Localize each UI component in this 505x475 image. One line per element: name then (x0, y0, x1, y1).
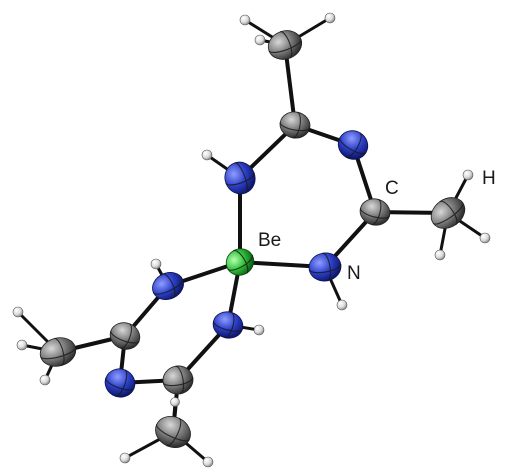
hydrogen-atom (119, 452, 131, 464)
carbon-atom (267, 30, 303, 60)
beryllium-atom (225, 248, 255, 276)
hydrogen-atom (254, 34, 266, 46)
carbon-atoms (39, 30, 466, 448)
hydrogen-atom (202, 456, 214, 468)
carbon-atom (359, 198, 391, 226)
hydrogen-atom (253, 324, 265, 336)
bonds (16, 16, 487, 464)
hydrogen-atom (336, 299, 348, 311)
hydrogen-atom (239, 14, 251, 26)
hydrogen-atom (150, 258, 162, 270)
carbon-atom (430, 197, 466, 229)
nitrogen-atom (224, 161, 256, 195)
nitrogen-atom (104, 368, 136, 398)
hydrogen-atom (479, 232, 491, 244)
hydrogen-atom (201, 149, 213, 161)
hydrogen-atom (12, 306, 24, 318)
carbon-atom (162, 365, 194, 395)
nitrogen-atoms (104, 130, 369, 398)
hydrogen-atoms (12, 12, 491, 468)
label-nitrogen: N (347, 263, 361, 284)
carbon-atom (109, 322, 141, 350)
hydrogen-atom (16, 339, 28, 351)
label-hydrogen: H (482, 168, 496, 189)
nitrogen-atom (212, 311, 244, 339)
hydrogen-atom (170, 397, 180, 407)
nitrogen-atom (308, 252, 342, 282)
hydrogen-atom (462, 169, 474, 181)
carbon-atom (39, 337, 77, 367)
label-carbon: C (385, 178, 399, 199)
hydrogen-atom (324, 12, 336, 24)
label-beryllium: Be (258, 230, 281, 251)
hydrogen-atom (434, 249, 446, 261)
nitrogen-atom (337, 130, 369, 160)
carbon-atom (155, 416, 191, 448)
carbon-atom (279, 111, 311, 139)
nitrogen-atom (152, 272, 184, 300)
hydrogen-atom (39, 374, 51, 386)
